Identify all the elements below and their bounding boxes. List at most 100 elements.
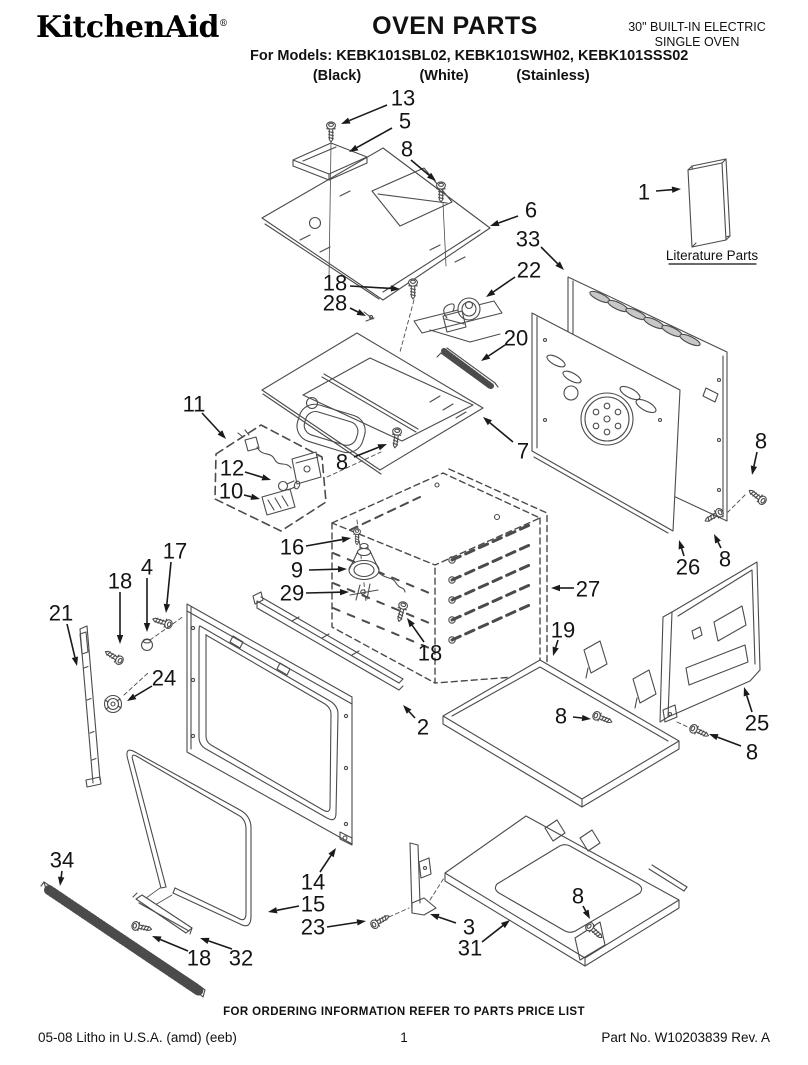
svg-text:18: 18	[418, 641, 442, 666]
svg-text:33: 33	[516, 227, 540, 252]
page-number: 1	[400, 1030, 408, 1045]
part-mounting-bracket	[368, 842, 445, 931]
part-heat-shield	[442, 640, 680, 808]
part-door-gasket	[126, 749, 252, 927]
callout-21: 21	[49, 601, 79, 666]
part-lamp-assembly	[214, 424, 382, 532]
product-line1: 30" BUILT-IN ELECTRIC	[628, 20, 766, 34]
svg-text:8: 8	[746, 740, 758, 765]
svg-text:14: 14	[301, 870, 325, 895]
part-literature-booklet: Literature Parts	[666, 158, 758, 265]
page-title: OVEN PARTS	[372, 12, 538, 40]
callout-1: 1	[638, 180, 681, 205]
svg-text:25: 25	[745, 711, 769, 736]
svg-text:1: 1	[638, 180, 650, 205]
callout-28: 28	[323, 291, 366, 316]
svg-text:12: 12	[220, 456, 244, 481]
models-line: For Models: KEBK101SBL02, KEBK101SWH02, …	[250, 48, 689, 64]
callout-16: 16	[280, 535, 351, 560]
svg-text:17: 17	[163, 539, 187, 564]
callout-26: 26	[676, 540, 700, 580]
callout-3: 3	[430, 913, 475, 940]
part-top-panel	[261, 147, 491, 301]
top-screws	[326, 121, 447, 279]
part-top-trim-rail	[252, 591, 404, 691]
svg-text:23: 23	[301, 915, 325, 940]
litho-info: 05-08 Litho in U.S.A. (amd) (eeb)	[38, 1030, 237, 1045]
part-gasket-clamp	[130, 892, 193, 935]
svg-text:8: 8	[336, 450, 348, 475]
svg-text:4: 4	[141, 555, 153, 580]
ordering-note: FOR ORDERING INFORMATION REFER TO PARTS …	[223, 1006, 585, 1018]
part-mid-panel	[261, 332, 484, 475]
svg-text:7: 7	[517, 439, 529, 464]
title-block: OVEN PARTS For Models: KEBK101SBL02, KEB…	[250, 12, 689, 64]
svg-text:19: 19	[551, 618, 575, 643]
callout-11: 11	[183, 392, 226, 439]
callout-9: 9	[291, 558, 347, 583]
callout-27: 27	[551, 577, 600, 602]
callout-12: 12	[220, 456, 271, 481]
callout-2: 2	[403, 705, 429, 740]
part-side-trim	[79, 614, 185, 788]
part-oven-cavity	[331, 468, 548, 684]
svg-text:8: 8	[572, 884, 584, 909]
svg-text:10: 10	[219, 479, 243, 504]
svg-text:28: 28	[323, 291, 347, 316]
svg-text:21: 21	[49, 601, 73, 626]
svg-text:15: 15	[301, 892, 325, 917]
svg-text:20: 20	[504, 326, 528, 351]
callout-8: 8	[714, 534, 731, 572]
callout-34: 34	[50, 848, 74, 886]
svg-text:13: 13	[391, 86, 415, 111]
callout-32: 32	[200, 937, 253, 971]
part-vent-trim	[40, 881, 206, 998]
document-part-number: Part No. W10203839 Rev. A	[601, 1030, 770, 1045]
part-terminal-rail	[436, 347, 499, 389]
finish-stainless: (Stainless)	[516, 68, 590, 84]
callout-5: 5	[349, 109, 411, 152]
svg-text:32: 32	[229, 946, 253, 971]
callout-22: 22	[486, 258, 541, 297]
callout-24: 24	[127, 666, 176, 701]
svg-text:11: 11	[183, 392, 206, 417]
svg-text:22: 22	[517, 258, 541, 283]
callout-17: 17	[163, 539, 187, 613]
svg-text:18: 18	[323, 271, 347, 296]
part-convection-blower	[348, 519, 409, 624]
callout-6: 6	[490, 198, 537, 226]
callout-14: 14	[301, 848, 336, 895]
svg-text:8: 8	[719, 547, 731, 572]
svg-text:24: 24	[152, 666, 176, 691]
rear-screws	[702, 486, 769, 526]
part-front-frame	[186, 603, 353, 846]
callout-15: 15	[268, 892, 325, 917]
brand-logo: KitchenAid®	[36, 10, 228, 45]
svg-text:31: 31	[458, 936, 482, 961]
callout-33: 33	[516, 227, 564, 270]
callout-20: 20	[481, 326, 528, 361]
svg-text:6: 6	[525, 198, 537, 223]
callout-18: 18	[323, 271, 400, 296]
svg-text:26: 26	[676, 555, 700, 580]
callout-8: 8	[709, 734, 758, 765]
part-vent-bracket	[292, 142, 368, 181]
finish-black: (Black)	[312, 68, 362, 84]
callout-23: 23	[301, 915, 366, 940]
callout-7: 7	[483, 417, 529, 464]
callout-19: 19	[551, 618, 575, 656]
svg-text:8: 8	[555, 704, 567, 729]
svg-text:34: 34	[50, 848, 74, 873]
callout-8: 8	[750, 429, 767, 475]
part-bottom-tray	[444, 815, 688, 967]
svg-text:18: 18	[108, 569, 132, 594]
svg-text:9: 9	[291, 558, 303, 583]
product-description: 30" BUILT-IN ELECTRIC SINGLE OVEN	[612, 20, 782, 50]
svg-text:8: 8	[401, 137, 413, 162]
callout-8: 8	[401, 137, 436, 181]
svg-text:8: 8	[755, 429, 767, 454]
callout-8: 8	[336, 444, 387, 475]
callout-13: 13	[341, 86, 415, 124]
